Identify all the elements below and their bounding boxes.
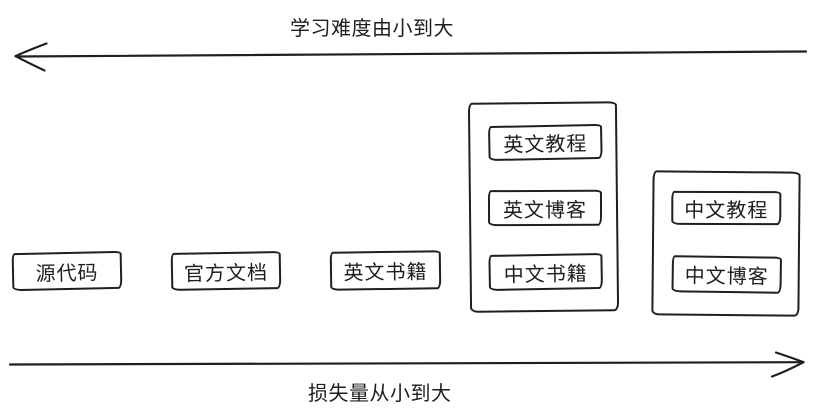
top-arrowhead-lower-barb <box>14 55 46 72</box>
learning-difficulty-axis-arrow <box>14 42 808 72</box>
node-chinese-blogs-label: 中文博客 <box>684 265 769 289</box>
bottom-arrow-line <box>8 361 802 366</box>
node-official-docs-label: 官方文档 <box>183 261 269 286</box>
bottom-arrowhead-lower-barb <box>770 361 805 378</box>
top-arrow-line <box>16 50 808 58</box>
node-source-code-label: 源代码 <box>35 261 99 286</box>
group-english-resources: 英文教程 英文博客 中文书籍 <box>467 101 620 313</box>
group-chinese-resources: 中文教程 中文博客 <box>651 170 801 317</box>
bottom-arrowhead-upper-barb <box>774 351 805 364</box>
node-chinese-tutorials: 中文教程 <box>671 190 782 226</box>
node-english-blogs: 英文博客 <box>487 189 603 227</box>
node-english-books: 英文书籍 <box>329 250 442 291</box>
node-english-blogs-label: 英文博客 <box>502 199 588 222</box>
node-chinese-books-label: 中文书籍 <box>503 262 588 287</box>
node-source-code: 源代码 <box>11 250 123 292</box>
learning-difficulty-axis-label: 学习难度由小到大 <box>290 18 454 40</box>
loss-axis-label: 损失量从小到大 <box>308 383 452 405</box>
node-chinese-tutorials-label: 中文教程 <box>684 199 769 222</box>
node-official-docs: 官方文档 <box>170 251 282 291</box>
node-english-books-label: 英文书籍 <box>343 261 428 285</box>
node-english-tutorials-label: 英文教程 <box>503 133 588 157</box>
node-english-tutorials: 英文教程 <box>487 123 603 162</box>
loss-axis-arrow <box>8 351 805 378</box>
node-chinese-books: 中文书籍 <box>488 252 603 291</box>
top-arrowhead-upper-barb <box>14 42 48 58</box>
node-chinese-blogs: 中文博客 <box>671 255 782 294</box>
